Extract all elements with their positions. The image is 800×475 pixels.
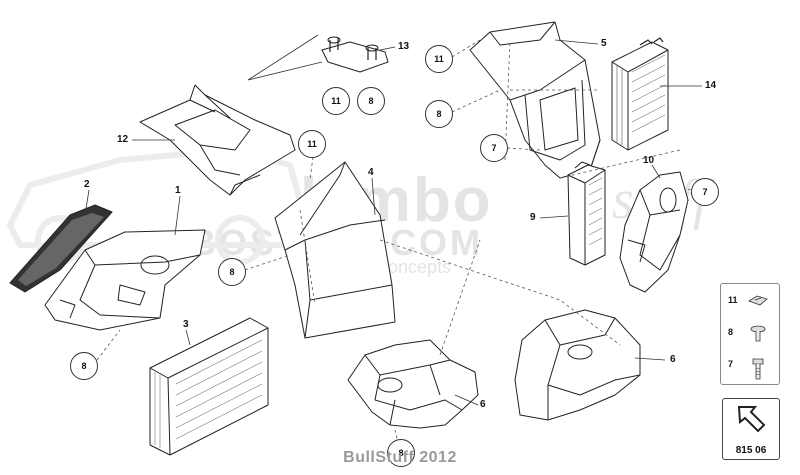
copyright-text: BullStuff 2012 [343,449,457,466]
circled-ref-7-right: 7 [691,178,719,206]
legend-row-11: 11 [721,286,779,316]
legend-row-8: 8 [721,318,779,348]
diagram-code: 815 06 [735,445,767,456]
callout-14: 14 [705,80,717,91]
screw-icon [750,325,766,342]
callout-13: 13 [398,41,410,52]
bracket-pointer-lines [247,34,323,81]
callout-2: 2 [84,179,90,190]
callout-6-right: 6 [670,354,676,365]
callout-5: 5 [601,38,607,49]
circled-ref-11-top: 11 [322,87,350,115]
circled-ref-11-left: 11 [425,45,453,73]
part-12-upper-duct [139,84,296,196]
circled-ref-7-center: 7 [480,134,508,162]
clip-nut-icon [748,295,768,306]
part-1-side-duct [44,229,206,331]
callout-12: 12 [117,134,129,145]
part-3-radiator [149,317,269,456]
circled-ref-8-midleft: 8 [218,258,246,286]
diagram-code-box: 815 06 [722,398,780,460]
circled-ref-11-center: 11 [298,130,326,158]
circled-ref-8-top: 8 [357,87,385,115]
legend-num: 8 [728,327,734,337]
part-10-right-duct [619,171,689,293]
leader-lines [84,39,702,406]
legend-num: 7 [728,359,734,369]
callout-4: 4 [368,167,374,178]
part-9-small-cooler [567,161,606,266]
part-5-rear-duct [469,21,601,179]
callout-10: 10 [643,155,655,166]
legend-row-7: 7 [721,350,779,380]
part-6-lower-duct-left [347,339,479,429]
callout-9: 9 [530,212,536,223]
legend-num: 11 [728,295,738,305]
part-13-bracket [321,36,389,73]
fastener-legend: 11 8 7 [720,283,780,385]
circled-ref-8-bottomleft: 8 [70,352,98,380]
circled-ref-8-left: 8 [425,100,453,128]
callout-1: 1 [175,185,181,196]
part-2-mesh-grille [9,204,113,293]
part-6-lower-duct-right [514,309,641,421]
diagram-arrow-icon [737,406,766,433]
part-4-center-duct [274,161,396,339]
part-14-oil-cooler [611,37,669,151]
bolt-icon [752,358,764,380]
callout-6-center: 6 [480,399,486,410]
circled-ref-8-bottom: 8 [387,439,415,467]
callout-3: 3 [183,319,189,330]
